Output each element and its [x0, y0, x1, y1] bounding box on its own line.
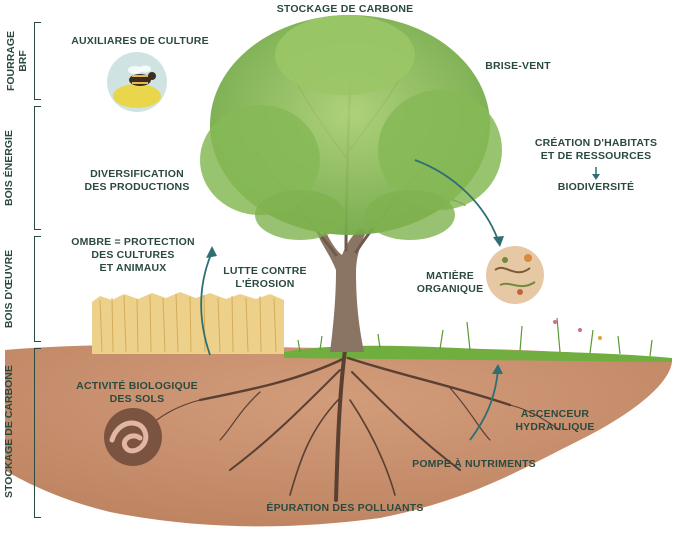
bracket-bois-oeuvre	[34, 236, 41, 342]
earthworm-icon	[104, 408, 162, 466]
arrow-hydraulic	[469, 369, 499, 441]
arrow-biodiversity-head	[592, 174, 600, 180]
organic-matter-icon	[486, 246, 544, 304]
side-label-bois-energie: BOIS ÉNERGIE	[3, 130, 15, 206]
label-auxiliaires: AUXILIARES DE CULTURE	[71, 35, 209, 47]
tree-roots	[144, 348, 561, 502]
arrow-hydraulic-head	[492, 364, 503, 374]
label-top-title: STOCKAGE DE CARBONE	[276, 3, 414, 15]
side-label-bois-oeuvre: BOIS D'ŒUVRE	[3, 249, 15, 329]
tree-trunk	[318, 228, 366, 352]
label-brise-vent: BRISE-VENT	[485, 60, 551, 72]
label-biodiversite: BIODIVERSITÉ	[557, 181, 635, 193]
tree-canopy	[200, 15, 502, 240]
label-habitats: CRÉATION D'HABITATS ET DE RESSOURCES	[534, 137, 658, 162]
wheat-field	[92, 292, 284, 354]
label-matiere-organique: MATIÈRE ORGANIQUE	[416, 270, 484, 295]
arrow-erosion	[200, 251, 213, 356]
arrow-organic	[414, 159, 499, 241]
bracket-fourrage	[34, 22, 41, 100]
label-epuration: ÉPURATION DES POLLUANTS	[266, 502, 424, 514]
side-label-stockage: STOCKAGE DE CARBONE	[3, 365, 15, 498]
label-ombre: OMBRE = PROTECTION DES CULTURES ET ANIMA…	[71, 236, 195, 274]
bracket-bois-energie	[34, 106, 41, 230]
label-diversification: DIVERSIFICATION DES PRODUCTIONS	[84, 168, 190, 193]
label-activite: ACTIVITÉ BIOLOGIQUE DES SOLS	[76, 380, 198, 405]
grass-strip	[284, 317, 672, 362]
label-pompe: POMPE À NUTRIMENTS	[412, 458, 536, 470]
label-erosion: LUTTE CONTRE L'ÉROSION	[223, 265, 307, 290]
bee-icon	[107, 52, 167, 112]
arrow-erosion-head	[206, 246, 217, 258]
side-label-fourrage: FOURRAGE BRF	[5, 30, 29, 92]
arrow-organic-head	[493, 236, 504, 247]
label-ascenseur: ASCENCEUR HYDRAULIQUE	[515, 408, 595, 433]
bracket-stockage	[34, 348, 41, 518]
